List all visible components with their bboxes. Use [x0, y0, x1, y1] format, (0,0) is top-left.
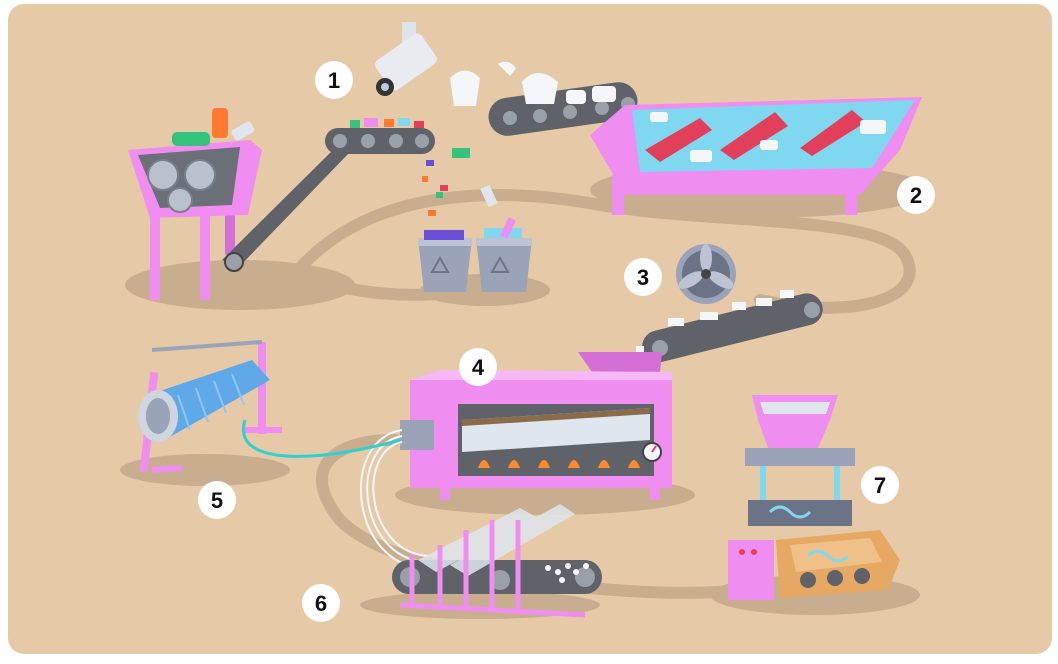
bag-conveyor: [450, 61, 638, 136]
step-badge-4: 4: [459, 348, 497, 386]
step-label-6: 6: [315, 591, 327, 616]
step-label-2: 2: [910, 183, 922, 208]
sorting-station: [125, 22, 550, 310]
drying-conveyor: [636, 290, 823, 363]
step-badge-3: 3: [624, 258, 662, 296]
melting-furnace-icon: [395, 352, 695, 515]
step-badge-6: 6: [302, 584, 340, 622]
pellet-conveyor-icon: [360, 504, 602, 619]
sorting-bin-right: [476, 238, 532, 292]
step-label-5: 5: [211, 488, 223, 513]
inclined-conveyor: [222, 118, 435, 272]
drying-fan-icon: [676, 244, 736, 304]
sorting-bin-left: [418, 238, 472, 292]
fiber-spool-icon: [120, 340, 401, 486]
step-badge-2: 2: [897, 176, 935, 214]
step-label-3: 3: [637, 265, 649, 290]
step-label-4: 4: [472, 355, 485, 380]
shredder-rollers: [147, 159, 216, 213]
molding-press-icon: [710, 395, 920, 615]
scanner-camera-icon: [375, 22, 437, 96]
step-badge-1: 1: [315, 61, 353, 99]
step-label-1: 1: [328, 68, 340, 93]
washing-tank-icon: [590, 97, 930, 218]
step-badge-5: 5: [198, 481, 236, 519]
step-label-7: 7: [874, 473, 886, 498]
falling-flakes: [422, 148, 498, 216]
step-badge-7: 7: [861, 466, 899, 504]
